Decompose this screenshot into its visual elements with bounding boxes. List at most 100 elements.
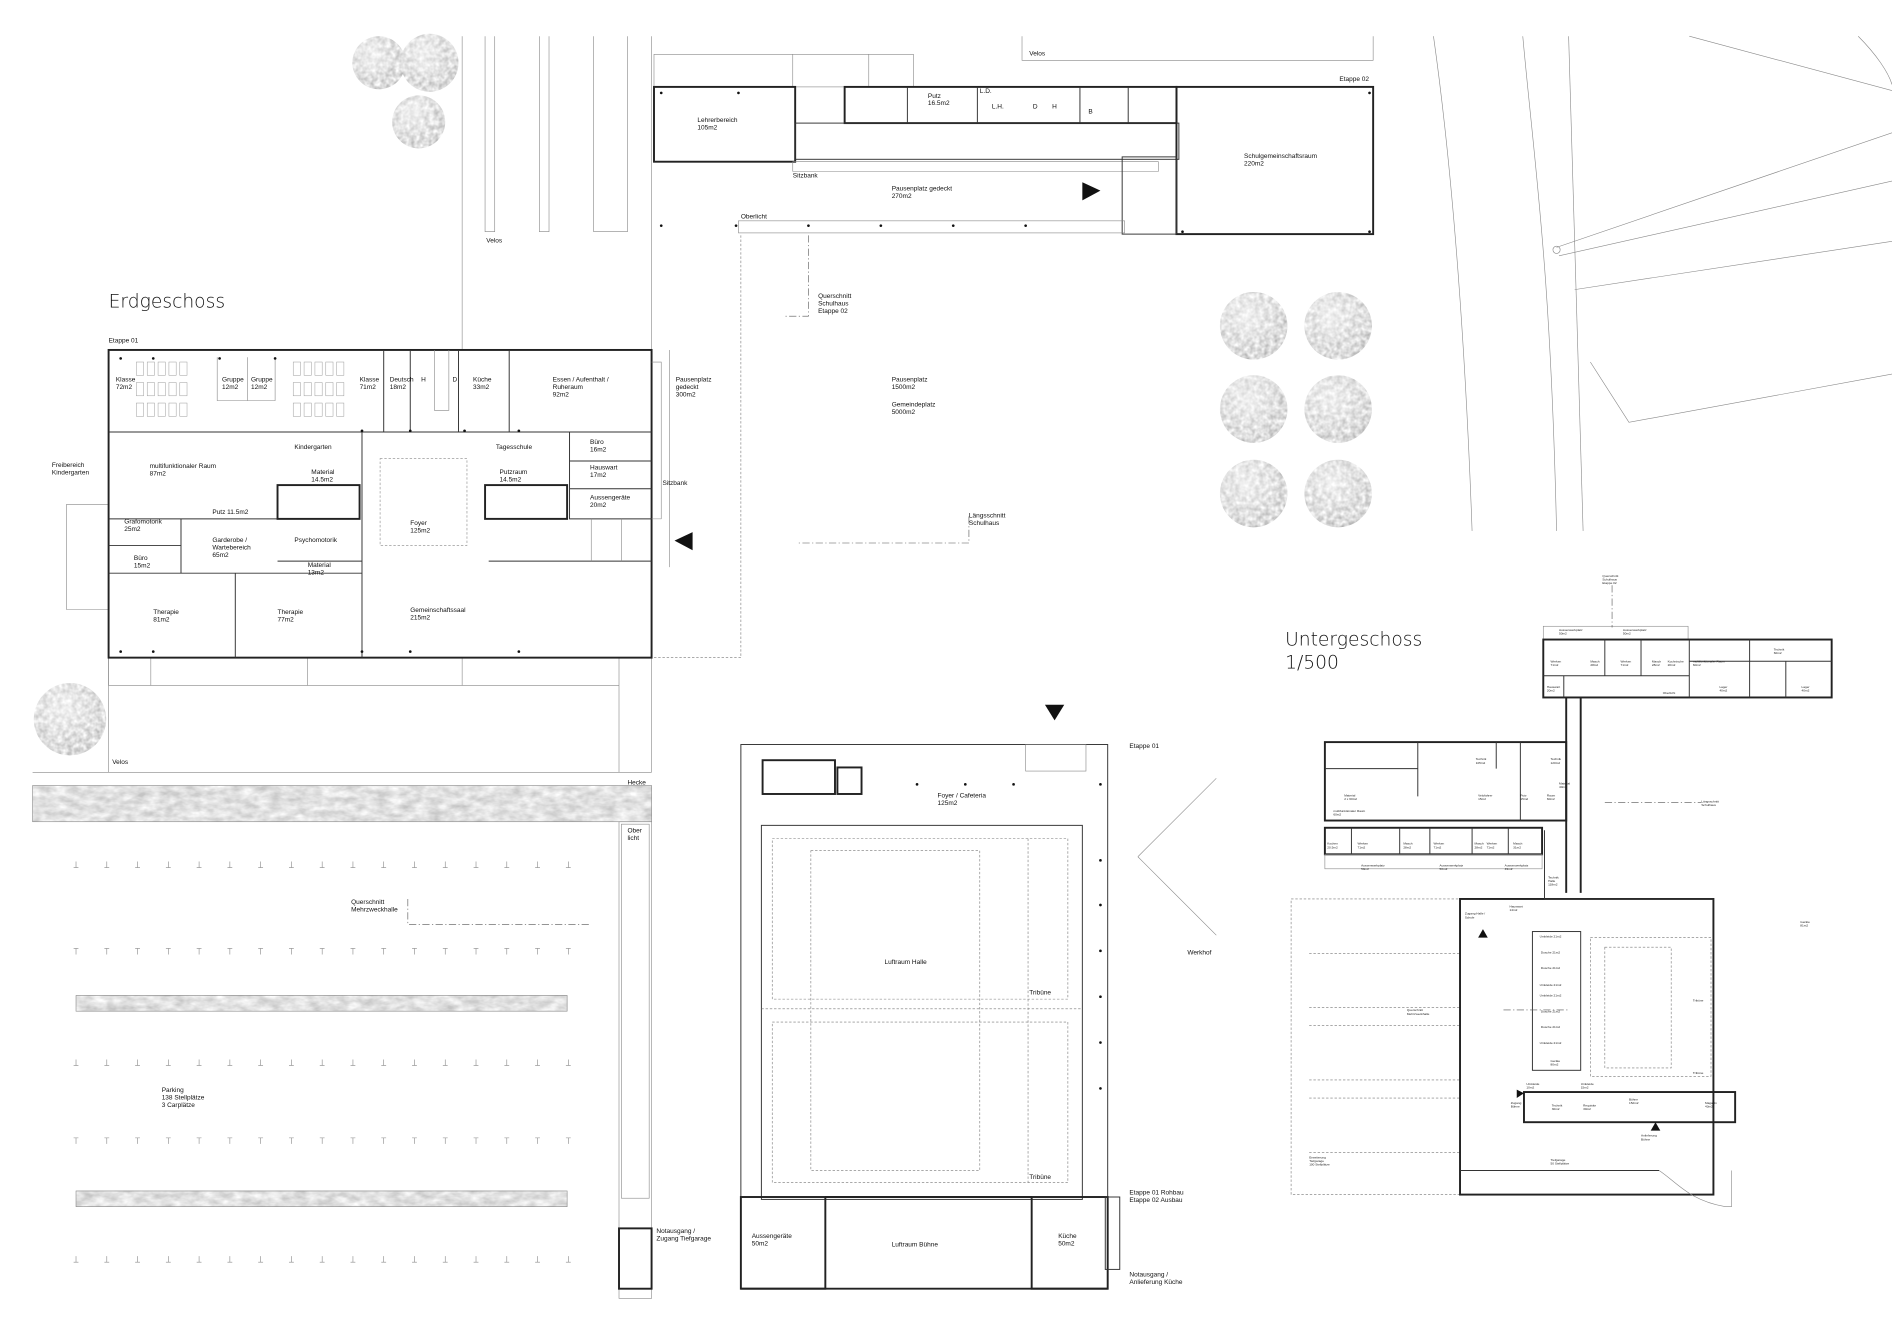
label-line: Tagesschule	[496, 444, 533, 451]
label-line: 30m2	[1552, 1107, 1560, 1111]
room-label: B	[1088, 108, 1092, 115]
room-label: Umkleide 21m2	[1540, 983, 1562, 987]
label-line: 125m2	[410, 527, 430, 534]
untergeschoss-plan	[1290, 585, 1833, 1207]
room-label: Hecke	[627, 779, 646, 786]
label-line: Foyer	[410, 520, 427, 527]
label-line: 28m2	[1403, 845, 1411, 849]
label-line: Küche	[473, 376, 492, 383]
label-line: Bühne	[1511, 1105, 1520, 1109]
label-line: Werkhof	[1187, 949, 1211, 956]
label-line: Halle	[1548, 879, 1555, 883]
erdgeschoss-plan	[107, 348, 670, 659]
parking-space-marker	[288, 1137, 294, 1144]
label-line: Gruppe	[222, 376, 244, 383]
label-line: 105m2	[697, 124, 717, 131]
label-line: 49m2	[1505, 867, 1513, 871]
label-line: Schule	[1465, 915, 1475, 919]
label-line: 81m2	[153, 617, 170, 624]
parking-space-marker	[73, 861, 79, 868]
parking-space-marker	[258, 948, 264, 955]
parking-space-marker	[442, 1256, 448, 1263]
label-line: 28m2	[1475, 845, 1483, 849]
label-line: Dusche 21m2	[1541, 1009, 1561, 1013]
parking-space-marker	[535, 1256, 540, 1263]
label-line: Aussenwerkplatz	[1505, 863, 1529, 867]
column-marker	[408, 650, 412, 653]
column-marker	[1024, 224, 1027, 227]
parking-space-marker	[319, 1137, 325, 1144]
desk	[136, 382, 144, 397]
label-line: Technik	[1774, 647, 1785, 651]
parking-space-marker	[319, 1256, 325, 1263]
room-label: Sitzbank	[793, 172, 819, 179]
label-line: Tiefgarage	[1309, 1159, 1324, 1163]
parking-space-marker	[73, 1059, 79, 1066]
room-label: D	[452, 376, 457, 383]
parking-space-marker	[473, 948, 479, 955]
label-line: 71m2	[360, 384, 377, 391]
label-line: Umkleide	[1526, 1082, 1539, 1086]
label-line: 25m2	[124, 526, 141, 533]
label-line: Technik	[1476, 757, 1487, 761]
column-marker	[1012, 783, 1015, 786]
label-line: Sitzbank	[793, 172, 819, 179]
label-line: Klasse	[116, 376, 136, 383]
parking-space-marker	[442, 1137, 448, 1144]
label-line: Magazin	[1705, 1101, 1717, 1105]
desk	[336, 382, 345, 397]
label-line: Hecke	[627, 779, 646, 786]
label-line: Technik	[1551, 757, 1562, 761]
label-line: Pausenplatz	[676, 376, 712, 383]
column-marker	[1099, 1041, 1102, 1044]
tree-icon	[1304, 459, 1372, 528]
label-line: B	[1088, 108, 1092, 115]
label-line: L.H.	[992, 104, 1004, 111]
room-label: Luftraum Bühne	[892, 1241, 939, 1248]
label-line: Lehrerbereich	[697, 117, 737, 124]
parking-space-marker	[135, 1137, 140, 1144]
label-line: Küche	[1058, 1233, 1077, 1240]
label-line: Raum	[1547, 793, 1556, 797]
label-line: Zugang Tiefgarage	[656, 1236, 711, 1243]
column-marker	[1099, 859, 1102, 862]
label-line: 20m2	[590, 502, 607, 509]
label-line: 60m2	[1693, 663, 1701, 667]
label-line: Längsschnitt	[1701, 799, 1719, 803]
label-line: Etappe 02	[1339, 76, 1369, 83]
label-line: 50m2	[1361, 867, 1369, 871]
room-label: Velos	[486, 238, 503, 245]
label-line: 33m2	[473, 384, 490, 391]
label-line: Material	[1344, 793, 1355, 797]
label-line: Deutsch	[390, 376, 414, 383]
parking-space-marker	[319, 861, 325, 868]
parking-space-marker	[258, 1137, 264, 1144]
label-line: Technik	[1552, 1104, 1563, 1108]
room-label: Kindergarten	[294, 444, 332, 451]
label-line: Ober	[627, 828, 642, 835]
label-line: 120m2	[1551, 761, 1561, 765]
column-marker	[218, 357, 221, 360]
label-line: Tribüne	[1693, 999, 1704, 1003]
label-line: 12m2	[251, 384, 268, 391]
parking-space-marker	[381, 1059, 387, 1066]
label-line: 50m2	[1440, 867, 1448, 871]
label-line: Klasse	[360, 376, 380, 383]
room-label: Dusche 21m2	[1541, 966, 1561, 970]
desk	[292, 361, 301, 376]
label-line: 125m2	[938, 800, 958, 807]
label-line: Werken	[1357, 842, 1368, 846]
